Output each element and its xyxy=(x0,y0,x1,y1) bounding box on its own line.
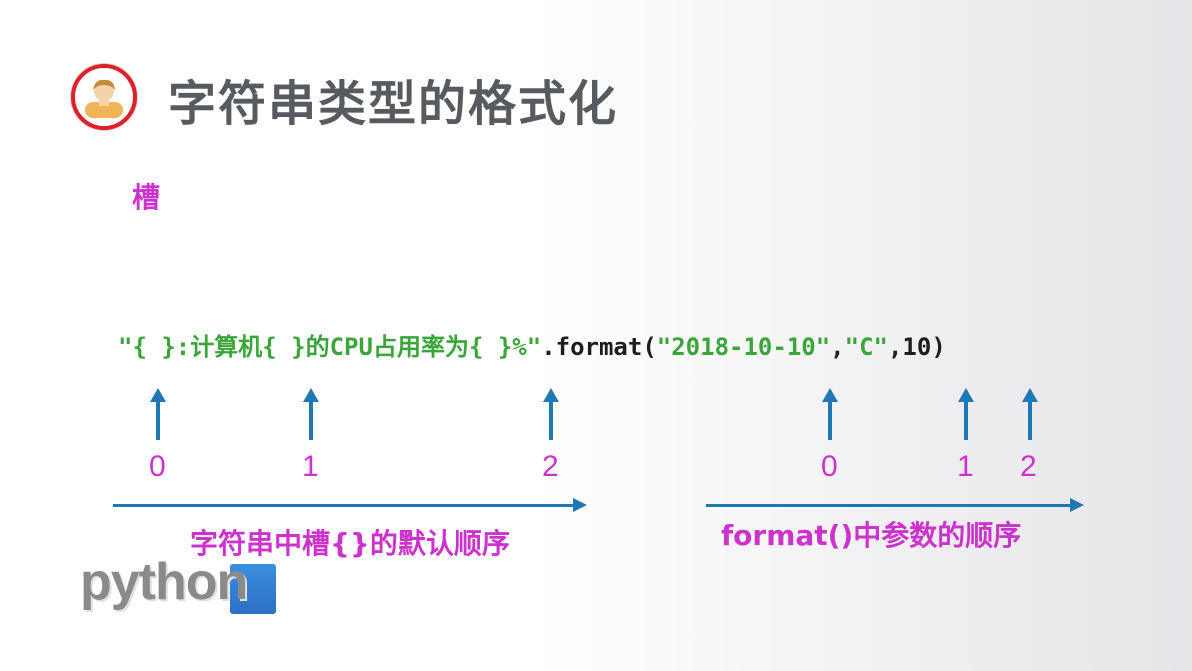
slot-order-arrow xyxy=(113,498,587,512)
format-arg-0: "2018-10-10" xyxy=(656,333,831,361)
person-avatar-icon xyxy=(85,79,123,118)
avatar-icon xyxy=(71,64,137,130)
slot-label: 槽 xyxy=(132,181,161,214)
param-order-caption: format()中参数的顺序 xyxy=(721,519,1022,552)
param-order-arrow xyxy=(706,498,1084,512)
param-index-1: 1 xyxy=(957,450,974,483)
param-arrow-0 xyxy=(822,388,838,440)
code-line: "{ }:计算机{ }的CPU占用率为{ }%".format("2018-10… xyxy=(118,327,946,362)
python-logo: python xyxy=(80,553,280,620)
format-arg-1: "C" xyxy=(844,333,888,361)
param-index-0: 0 xyxy=(821,450,838,483)
python-logo-text: python xyxy=(80,553,248,611)
param-index-2: 2 xyxy=(1020,450,1037,483)
slot-arrow-1 xyxy=(303,388,319,440)
slot-index-1: 1 xyxy=(302,450,319,483)
slot-order-caption: 字符串中槽{}的默认顺序 xyxy=(190,527,510,560)
param-arrow-1 xyxy=(958,388,974,440)
slot-arrow-0 xyxy=(150,388,166,440)
slot-index-2: 2 xyxy=(542,450,559,483)
format-call-open: .format( xyxy=(541,333,657,361)
slide-title: 字符串类型的格式化 xyxy=(168,76,619,132)
param-arrow-2 xyxy=(1022,388,1038,440)
format-call-close: ,10) xyxy=(887,333,946,361)
template-string: "{ }:计算机{ }的CPU占用率为{ }%" xyxy=(118,333,542,361)
slot-arrow-2 xyxy=(543,388,559,440)
slot-index-0: 0 xyxy=(149,450,166,483)
python-logo-block xyxy=(230,564,276,614)
format-comma: , xyxy=(830,333,845,361)
